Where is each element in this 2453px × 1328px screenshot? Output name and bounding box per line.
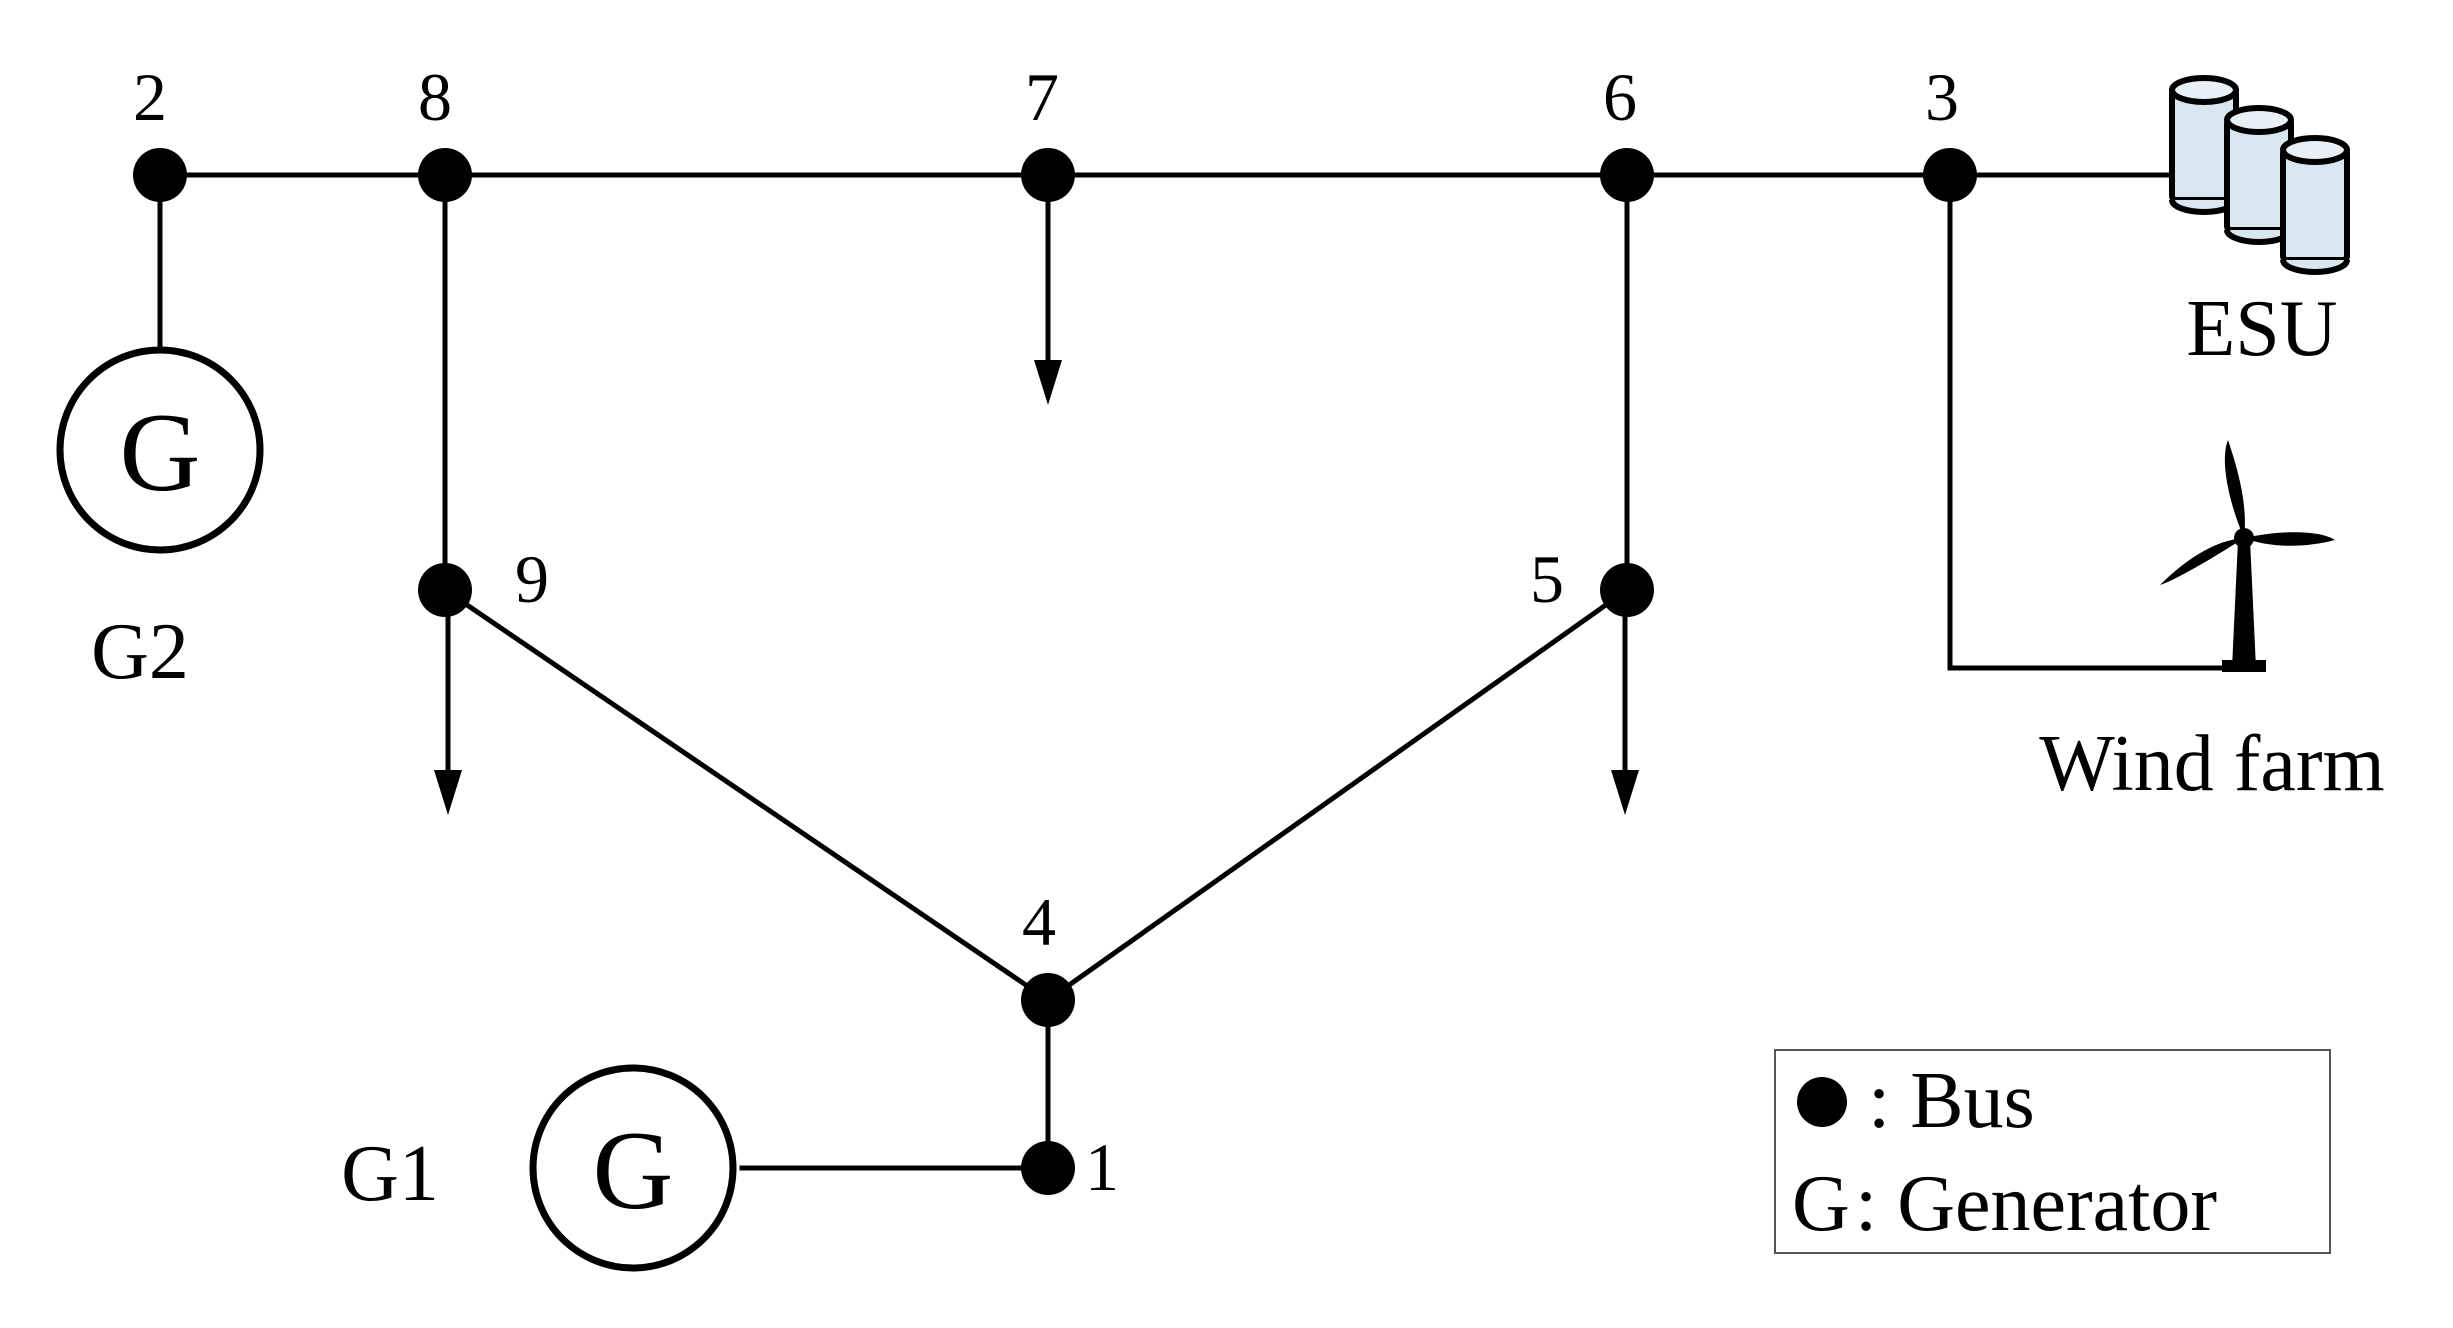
legend-generator-text: : Generator: [1855, 1160, 2217, 1248]
generator-symbol: G: [593, 1109, 674, 1233]
transmission-lines: [157, 172, 2243, 1171]
wind-farm-label: Wind farm: [2039, 720, 2385, 808]
bus-node-8: [418, 148, 472, 202]
bus-label-5: 5: [1530, 541, 1564, 617]
bus-label-7: 7: [1025, 59, 1059, 135]
generator-icon: [529, 1064, 737, 1272]
battery-cylinder: [2169, 75, 2239, 215]
esu-battery-icon: [2169, 75, 2350, 275]
legend-generator-symbol: G: [1792, 1160, 1850, 1248]
bus-label-1: 1: [1085, 1129, 1119, 1205]
bus-label-8: 8: [418, 59, 452, 135]
bus-node-9: [418, 563, 472, 617]
legend-bus-text: : Bus: [1868, 1057, 2035, 1145]
generator-label-g2: G2: [91, 608, 189, 696]
bus-label-6: 6: [1603, 59, 1637, 135]
bus-node-1: [1021, 1141, 1075, 1195]
generator-g2: G G2: [56, 346, 264, 696]
wind-turbine-icon: [2160, 440, 2335, 672]
generator-icon: [56, 346, 264, 554]
legend: : Bus G : Generator: [1774, 1049, 2331, 1254]
loads: [434, 172, 1639, 815]
legend-bus-icon: [1797, 1077, 1847, 1127]
bus-label-4: 4: [1022, 884, 1056, 960]
bus-node-6: [1600, 148, 1654, 202]
bus-label-2: 2: [133, 59, 167, 135]
line-9-4: [441, 586, 1052, 1004]
bus-node-2: [133, 148, 187, 202]
generator-symbol: G: [120, 391, 201, 515]
esu-label: ESU: [2186, 285, 2337, 373]
bus-node-7: [1021, 148, 1075, 202]
bus-label-9: 9: [515, 541, 549, 617]
bus-node-5: [1600, 563, 1654, 617]
bus-node-3: [1923, 148, 1977, 202]
generator-g1: G G1: [341, 1064, 737, 1272]
bus-nodes: [133, 148, 1977, 1195]
line-3-wind-farm: [1947, 172, 2243, 671]
load-arrow-bus-5: [1611, 587, 1639, 815]
bus-labels: 2 8 7 6 3 9 5 4 1: [133, 59, 1959, 1205]
line-5-4: [1044, 586, 1631, 1004]
load-arrow-bus-9: [434, 587, 462, 815]
load-arrow-bus-7: [1034, 172, 1062, 405]
bus-node-4: [1021, 973, 1075, 1027]
legend-box: [1774, 1049, 2331, 1254]
bus-label-3: 3: [1925, 59, 1959, 135]
battery-cylinder: [2280, 135, 2350, 275]
generator-label-g1: G1: [341, 1130, 439, 1218]
